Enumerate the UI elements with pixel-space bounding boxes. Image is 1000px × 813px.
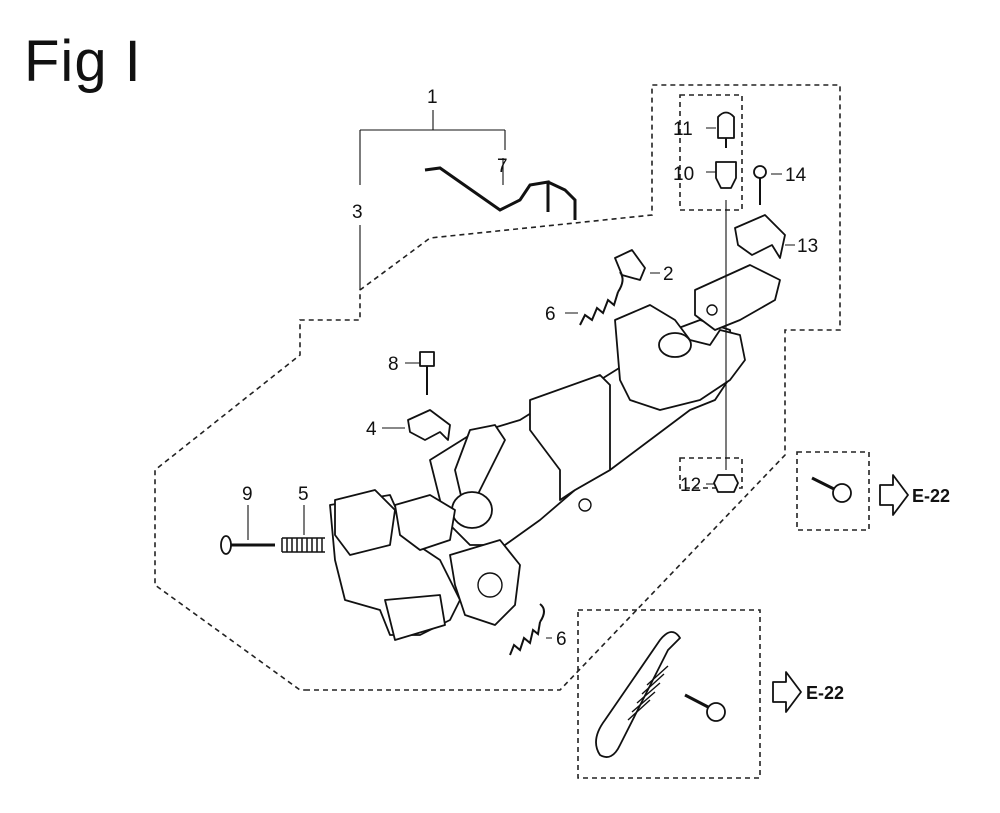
part-loop-bottom: [384, 594, 446, 641]
callout-3: 3: [352, 202, 363, 223]
ref-lower-spring: [595, 631, 681, 758]
ref-box-upper: [796, 451, 870, 531]
callout-6-upper: 6: [545, 304, 556, 325]
callout-1: 1: [427, 87, 438, 108]
subset-box-12: [679, 457, 743, 489]
part-screw-14-head: [753, 165, 767, 179]
ref-upper-bolt: [811, 476, 837, 492]
part-hole-2: [578, 498, 592, 512]
part-lever-boss: [451, 491, 493, 529]
callout-12: 12: [680, 475, 701, 496]
part-tab-left: [454, 424, 506, 501]
callout-5: 5: [298, 484, 309, 505]
callout-4: 4: [366, 419, 377, 440]
callout-7: 7: [497, 156, 508, 177]
part-lever-block-2: [394, 494, 456, 551]
part-clip-2: [614, 249, 646, 281]
part-screw-8: [419, 351, 435, 367]
part-nut-10: [715, 161, 737, 189]
leader-lines: [247, 127, 795, 639]
part-bracket-right: [694, 264, 781, 331]
part-hole-1: [706, 304, 718, 316]
ref-upper-bolt-head: [832, 483, 852, 503]
ref-lower-bolt: [684, 693, 711, 710]
ref-lower-bolt-head: [706, 702, 726, 722]
figure-title: Fig I: [24, 29, 142, 94]
subset-box-10-11: [679, 94, 743, 211]
part-lever-block: [334, 489, 396, 556]
callout-14: 14: [785, 165, 807, 186]
part-cap-11: [717, 111, 735, 139]
ref-label-upper: E-22: [912, 486, 950, 506]
part-bolt-9-head: [220, 535, 232, 555]
ref-box-lower: [577, 609, 761, 779]
callout-bracket-1: [359, 110, 506, 185]
part-upper-arm: [614, 304, 746, 411]
ref-label-lower: E-22: [806, 683, 844, 703]
arrow-right-icon: [879, 474, 909, 516]
ref-lower-spring-coils: [627, 665, 669, 721]
callout-13: 13: [797, 236, 818, 257]
assembly-boundary: [154, 84, 841, 691]
part-spring-6-lower: [509, 603, 545, 656]
callout-6-lower: 6: [556, 629, 567, 650]
part-rod-7: [424, 166, 577, 220]
part-nut-12: [713, 474, 739, 493]
part-spring-5: [281, 537, 325, 553]
part-clamp-13: [734, 214, 786, 259]
part-pivot-upper: [658, 332, 692, 358]
arrow-right-icon: [772, 671, 802, 713]
part-plate-gear: [449, 539, 521, 626]
part-clamp-4: [407, 409, 451, 441]
part-gear-hub: [477, 572, 503, 598]
part-spring-6-upper: [579, 271, 624, 326]
part-plate-vertical: [529, 374, 611, 501]
callout-8: 8: [388, 354, 399, 375]
callout-9: 9: [242, 484, 253, 505]
callout-10: 10: [673, 164, 694, 185]
callout-11: 11: [673, 119, 693, 140]
callout-2: 2: [663, 264, 674, 285]
